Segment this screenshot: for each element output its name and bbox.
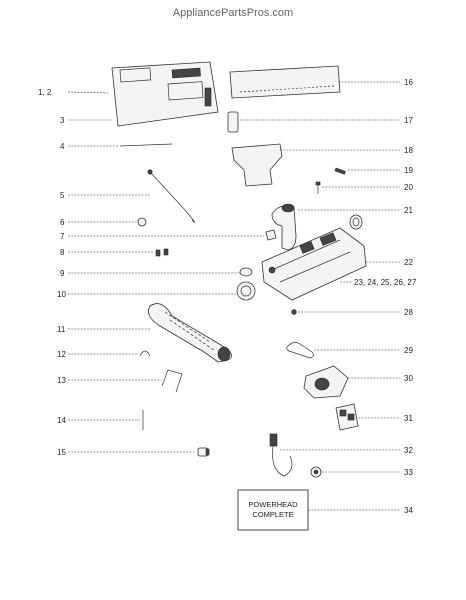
callout-31: 31 [404,414,413,423]
part-plate-bracket [231,143,283,187]
callout-3: 3 [60,116,65,125]
callout-22: 22 [404,258,413,267]
part-cylinder [227,111,239,133]
part-washer [239,267,253,277]
callout-21: 21 [404,206,413,215]
powerhead-label-line2: COMPLETE [252,510,293,519]
callout-10: 10 [57,290,66,299]
part-disc [236,281,256,301]
callout-16: 16 [404,78,413,87]
callout-5: 5 [60,191,65,200]
part-brush-roll [147,303,232,363]
part-bumper [229,65,341,99]
callout-33: 33 [404,468,413,477]
callout-6: 6 [60,218,65,227]
part-spring-clip [139,350,151,357]
callout-8: 8 [60,248,65,257]
part-screw [315,181,321,194]
part-hose-elbow [271,203,297,251]
callout-34: 34 [404,506,413,515]
part-motor [303,365,349,399]
callout-23-27: 23, 24, 25, 26, 27 [354,278,417,287]
callout-9: 9 [60,269,65,278]
callout-28: 28 [404,308,413,317]
callout-11: 11 [57,325,66,334]
callout-32: 32 [404,446,413,455]
callout-15: 15 [57,448,66,457]
part-screws-pair [155,248,169,257]
part-cord [269,433,293,477]
part-strip [119,143,173,147]
part-bracket [161,369,183,393]
part-filter-plate [335,403,359,431]
part-cover-plate [111,61,219,127]
part-small-bar [334,167,346,175]
callout-14: 14 [57,416,66,425]
callout-13: 13 [57,376,66,385]
callout-19: 19 [404,166,413,175]
callout-29: 29 [404,346,413,355]
callout-12: 12 [57,350,66,359]
part-belt [286,342,314,359]
part-small-screw [291,309,297,315]
watermark: AppliancePartsPros.com [173,7,293,19]
callout-1-2: 1, 2 [38,88,52,97]
callout-17: 17 [404,116,413,125]
part-clip [265,229,277,241]
callout-7: 7 [60,232,65,241]
part-base-housing [261,214,367,301]
callout-18: 18 [404,146,413,155]
part-wire-harness [147,169,196,223]
powerhead-label-line1: POWERHEAD [248,500,298,509]
part-nut [137,217,147,227]
callout-4: 4 [60,142,65,151]
callout-20: 20 [404,183,413,192]
part-end-cap [197,447,210,457]
leader-1-2 [67,91,109,94]
callout-30: 30 [404,374,413,383]
